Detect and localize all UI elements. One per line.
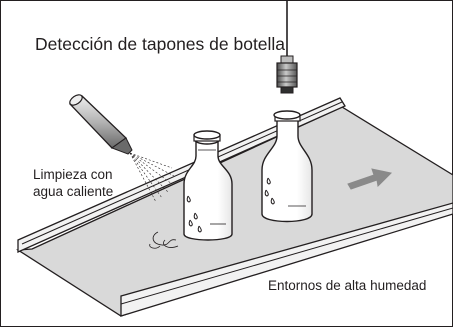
conveyor-direction-arrow — [347, 168, 393, 190]
environment-label: Entornos de alta humedad — [268, 278, 427, 293]
spray-nozzle-icon — [68, 94, 133, 155]
belt-near-rail-edge — [120, 207, 453, 305]
cleaning-label: Limpieza con agua caliente — [33, 166, 113, 200]
title-label: Detección de tapones de botella — [35, 34, 286, 54]
conveyor-belt — [16, 97, 453, 317]
water-puddle — [149, 231, 179, 249]
water-spray — [129, 152, 175, 203]
bottle-icon-right — [261, 110, 313, 223]
cleaning-label-line1: Limpieza con — [33, 167, 113, 182]
bottle-icon-left — [183, 130, 233, 241]
proximity-sensor-icon — [276, 0, 298, 94]
cleaning-label-line2: agua caliente — [33, 184, 114, 199]
belt-near-rail — [120, 202, 453, 317]
